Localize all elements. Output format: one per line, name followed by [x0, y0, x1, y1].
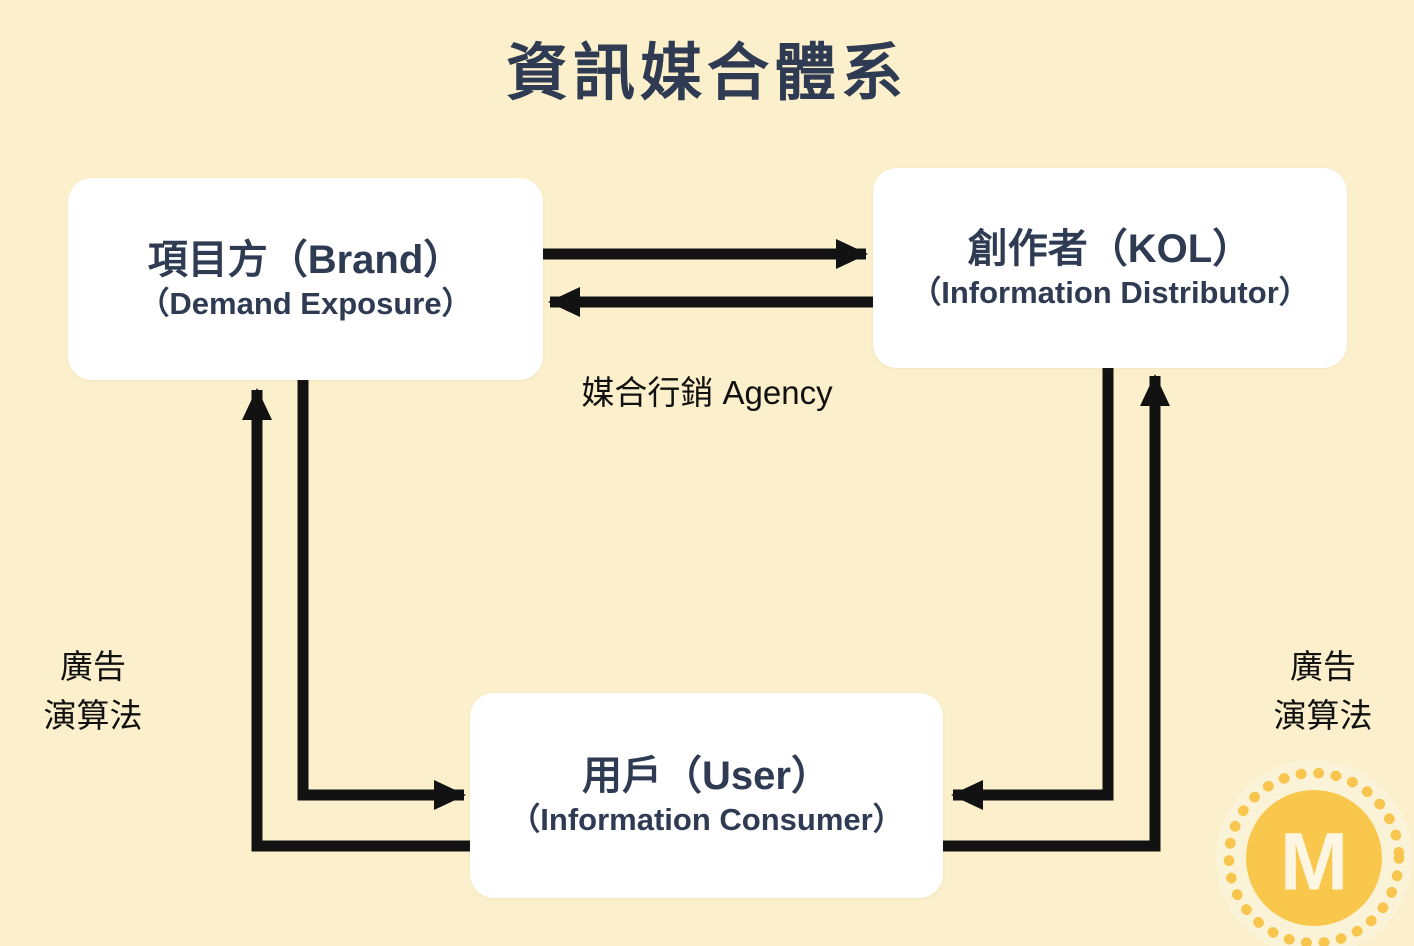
- logo-dot-ring: [1223, 767, 1405, 946]
- logo-m-letter: M: [1280, 817, 1348, 908]
- arrow-brand-to-user: [297, 380, 466, 810]
- ads-algorithm-label-right: 廣告 演算法: [1253, 642, 1393, 740]
- agency-edge-label: 媒合行銷 Agency: [581, 374, 833, 411]
- node-kol-title: 創作者（KOL）: [967, 226, 1253, 271]
- node-user: 用戶（User） （Information Consumer）: [470, 693, 943, 898]
- ads-label-left-line2: 演算法: [43, 697, 143, 734]
- node-user-subtitle: （Information Consumer）: [509, 802, 904, 838]
- node-kol: 創作者（KOL） （Information Distributor）: [873, 168, 1347, 368]
- node-brand-subtitle: （Demand Exposure）: [138, 285, 473, 321]
- ads-label-right-line1: 廣告: [1290, 648, 1356, 685]
- brand-logo: M: [1216, 760, 1412, 946]
- ads-algorithm-label-left: 廣告 演算法: [23, 642, 163, 740]
- logo-inner-circle: [1246, 790, 1382, 926]
- node-brand-title: 項目方（Brand）: [147, 237, 464, 282]
- ads-label-right-line2: 演算法: [1273, 697, 1373, 734]
- node-brand: 項目方（Brand） （Demand Exposure）: [68, 178, 543, 380]
- arrow-kol-to-user: [951, 368, 1114, 810]
- page-title: 資訊媒合體系: [505, 39, 908, 108]
- node-user-title: 用戶（User）: [582, 754, 831, 799]
- node-kol-subtitle: （Information Distributor）: [910, 274, 1310, 310]
- ads-label-left-line1: 廣告: [60, 648, 126, 685]
